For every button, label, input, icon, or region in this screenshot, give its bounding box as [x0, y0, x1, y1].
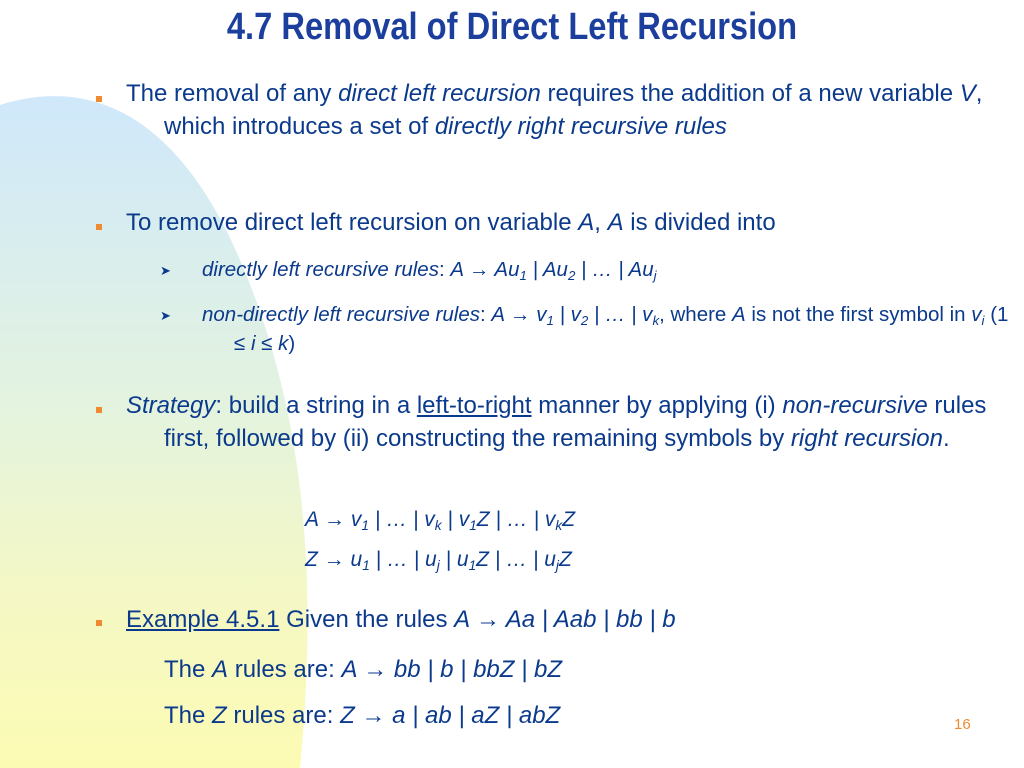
formula-text: | v [553, 303, 581, 326]
bullet-icon [96, 224, 102, 230]
formula-text: | u [439, 548, 469, 571]
subscript: 1 [469, 518, 477, 533]
subscript: 1 [362, 558, 370, 573]
text: is divided into [623, 209, 776, 236]
formula-text: A → Au [450, 258, 520, 281]
subscript: 1 [519, 268, 527, 283]
z-rules-line: The Z rules are: Z → a | ab | aZ | abZ [164, 699, 560, 732]
text: The removal of any [126, 80, 339, 107]
text: : [480, 303, 492, 326]
bullet-icon [96, 96, 102, 102]
formula-text: Z [558, 548, 572, 571]
sub-bullet-non-directly-left-recursive: non-directly left recursive rules: A → v… [202, 300, 1014, 358]
text-italic: A [212, 656, 229, 683]
bullet-icon [96, 407, 102, 413]
text-italic: A [607, 209, 624, 236]
text-italic: v [971, 303, 982, 326]
example-link[interactable]: Example 4.5.1 [126, 606, 280, 633]
text-italic: V [959, 80, 976, 107]
text-italic: A → Aa | Aab | bb | b [454, 606, 676, 633]
subscript: k [652, 313, 660, 328]
bullet-example: Example 4.5.1 Given the rules A → Aa | A… [126, 603, 986, 636]
text: is not the first symbol in [745, 303, 972, 326]
formula-text: | v [441, 508, 470, 531]
text: manner by applying (i) [531, 392, 783, 419]
text: : build a string in a [215, 392, 417, 419]
formula-text: Z | … | u [476, 548, 556, 571]
subscript: j [555, 558, 559, 573]
formula-text: Z [562, 508, 576, 531]
formula-a-rules: A → v1 | … | vk | v1Z | … | vkZ [305, 506, 575, 534]
text-italic: right recursion [790, 425, 943, 452]
text: requires the addition of a new variable [540, 80, 960, 107]
formula-z-rules: Z → u1 | … | uj | u1Z | … | ujZ [305, 546, 572, 574]
formula-text: Z → u [305, 548, 363, 571]
bullet-variable-division: To remove direct left recursion on varia… [126, 206, 986, 239]
formula-text: A → v [305, 508, 362, 531]
text: . [942, 425, 950, 452]
text-italic: Z → a | ab | aZ | abZ [340, 702, 561, 729]
formula-text: A → v [491, 303, 547, 326]
subscript: i [981, 313, 985, 328]
formula-text: | … | v [369, 508, 435, 531]
text: rules first, followed by (ii) constructi… [164, 392, 987, 452]
formula-text: | … | u [369, 548, 437, 571]
text: (1 ≤ [234, 303, 1009, 355]
text: : [438, 258, 451, 281]
text-italic: A [578, 209, 595, 236]
text-italic: directly right recursive rules [434, 113, 727, 140]
subscript: 1 [468, 558, 477, 573]
text-italic: non-recursive [782, 392, 928, 419]
text-italic: non-directly left recursive rules [202, 303, 480, 326]
subscript: 2 [567, 268, 576, 283]
text: The [164, 656, 213, 683]
bullet-direct-left-recursion: The removal of any direct left recursion… [126, 77, 1024, 143]
subscript: 2 [580, 313, 589, 328]
text: ) [288, 332, 296, 355]
text: ≤ [255, 332, 279, 355]
bullet-icon [96, 620, 102, 626]
sub-bullet-directly-left-recursive: directly left recursive rules: A → Au1 |… [202, 255, 982, 284]
text-italic: k [278, 332, 289, 355]
page-number: 16 [954, 716, 971, 733]
text-italic: A → bb | b | bbZ | bZ [341, 656, 563, 683]
a-rules-line: The A rules are: A → bb | b | bbZ | bZ [164, 653, 562, 686]
subscript: j [653, 268, 657, 283]
subscript: j [436, 558, 440, 573]
text: , [594, 209, 608, 236]
text-italic: i [250, 332, 256, 355]
text: rules are: [228, 656, 342, 683]
subscript: k [434, 518, 442, 533]
text: To remove direct left recursion on varia… [126, 209, 579, 236]
text: , which introduces a set of [164, 80, 983, 140]
formula-text: | … | v [588, 303, 653, 326]
text: rules are: [226, 702, 341, 729]
subscript: 1 [361, 518, 369, 533]
text: , where [659, 303, 733, 326]
formula-text: Z | … | v [476, 508, 556, 531]
formula-text: | … | Au [575, 258, 654, 281]
text-italic: direct left recursion [338, 80, 541, 107]
arrowhead-bullet-icon: ➤ [160, 263, 171, 278]
bullet-strategy: Strategy: build a string in a left-to-ri… [126, 389, 1024, 455]
subscript: k [555, 518, 563, 533]
text-italic: directly left recursive rules [202, 258, 439, 281]
slide-title: 4.7 Removal of Direct Left Recursion [226, 6, 798, 48]
text-italic: Z [212, 702, 227, 729]
text-italic: A [732, 303, 746, 326]
text-underlined: left-to-right [416, 392, 532, 419]
text: The [164, 702, 213, 729]
text: Given the rules [279, 606, 455, 633]
text-italic: Strategy [126, 392, 216, 419]
arrowhead-bullet-icon: ➤ [160, 308, 171, 323]
subscript: 1 [546, 313, 554, 328]
formula-text: | Au [526, 258, 568, 281]
